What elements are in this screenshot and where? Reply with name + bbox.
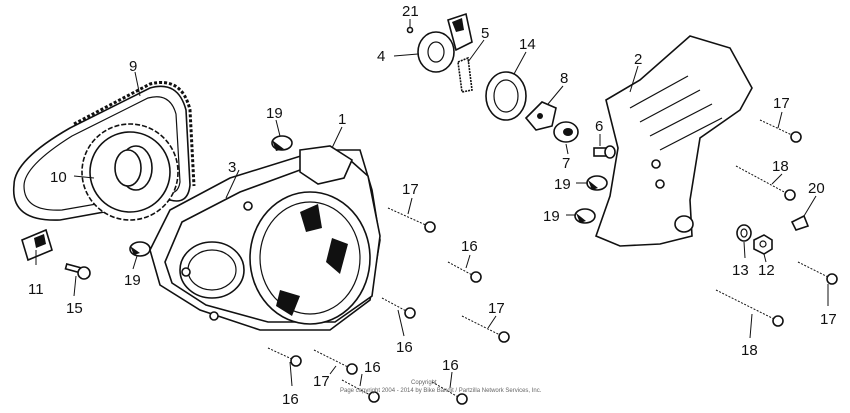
callout-3: 3: [228, 159, 236, 176]
bolt-18-right-low: [715, 289, 784, 327]
bolt-16-bottom-b: [431, 381, 468, 405]
dowel-pin-right-b: [574, 208, 596, 224]
bolt-16-upper: [447, 261, 482, 283]
retainer-plate: [524, 101, 557, 131]
callout-15: 15: [66, 300, 83, 317]
copyright-notice: Copyright Page copyright 2004 - 2014 by …: [340, 380, 542, 394]
washer-13: [736, 224, 752, 242]
callout-16-mid: 16: [396, 339, 413, 356]
callout-12: 12: [758, 262, 775, 279]
callout-17-right-top: 17: [773, 95, 790, 112]
copyright-line-2: Page copyright 2004 - 2014 by Bike Bandi…: [340, 388, 542, 394]
tensioner-assembly: [406, 12, 473, 93]
callout-labels: 1 2 3 4 5 6 7 8 9 10 11 12 13 14 15 16 1…: [28, 3, 837, 408]
callout-16-low: 16: [282, 391, 299, 408]
dowel-pin-left: [129, 241, 151, 257]
callout-2: 2: [634, 51, 642, 68]
callout-9: 9: [129, 58, 137, 75]
leader-lines: [35, 19, 829, 389]
callout-1: 1: [338, 111, 346, 128]
callout-4: 4: [377, 48, 385, 65]
dowel-pin-upper: [271, 135, 293, 151]
bolt-17-right-low: [797, 261, 838, 285]
callout-10: 10: [50, 169, 67, 186]
bolt-16-mid: [381, 297, 416, 319]
callout-20: 20: [808, 180, 825, 197]
bolt-17-center: [387, 207, 436, 233]
nut-12: [753, 234, 773, 255]
bolt-15: [64, 263, 91, 280]
bolt-17-right-top: [759, 119, 802, 143]
callout-21: 21: [402, 3, 419, 20]
bolt-17-low: [313, 349, 358, 375]
clip-20: [790, 214, 810, 231]
callout-16-upper: 16: [461, 238, 478, 255]
copyright-line-1: Copyright: [411, 380, 437, 386]
callout-18-right-low: 18: [741, 342, 758, 359]
chain-clip: [21, 228, 53, 262]
bolt-18-right-top: [735, 165, 796, 201]
bolt-16-bottom-a: [341, 379, 380, 403]
callout-14: 14: [519, 36, 536, 53]
cap-7: [553, 121, 579, 143]
callout-16-bottom-a: 16: [364, 359, 381, 376]
callout-16-bottom-b: 16: [442, 357, 459, 374]
callout-17-mid: 17: [488, 300, 505, 317]
callout-5: 5: [481, 25, 489, 42]
callout-18-right-top: 18: [772, 158, 789, 175]
callout-17-low: 17: [313, 373, 330, 390]
callout-17-right-low: 17: [820, 311, 837, 328]
callout-19-upper: 19: [266, 105, 283, 122]
oil-seal: [485, 71, 527, 121]
callout-19-right-a: 19: [554, 176, 571, 193]
bolt-17-mid: [461, 315, 510, 343]
drive-sprocket: [81, 123, 179, 221]
callout-13: 13: [732, 262, 749, 279]
callout-17-center: 17: [402, 181, 419, 198]
screw-6: [593, 145, 616, 159]
bolt-16-low: [267, 347, 302, 367]
left-crankcase-cover: [164, 145, 381, 325]
callout-11: 11: [28, 281, 44, 298]
callout-19-left: 19: [124, 272, 141, 289]
sprocket-cover: [594, 35, 753, 247]
callout-8: 8: [560, 70, 568, 87]
dowel-pin-right-a: [586, 175, 608, 191]
callout-19-right-b: 19: [543, 208, 560, 225]
callout-7: 7: [562, 155, 570, 172]
callout-6: 6: [595, 118, 603, 135]
